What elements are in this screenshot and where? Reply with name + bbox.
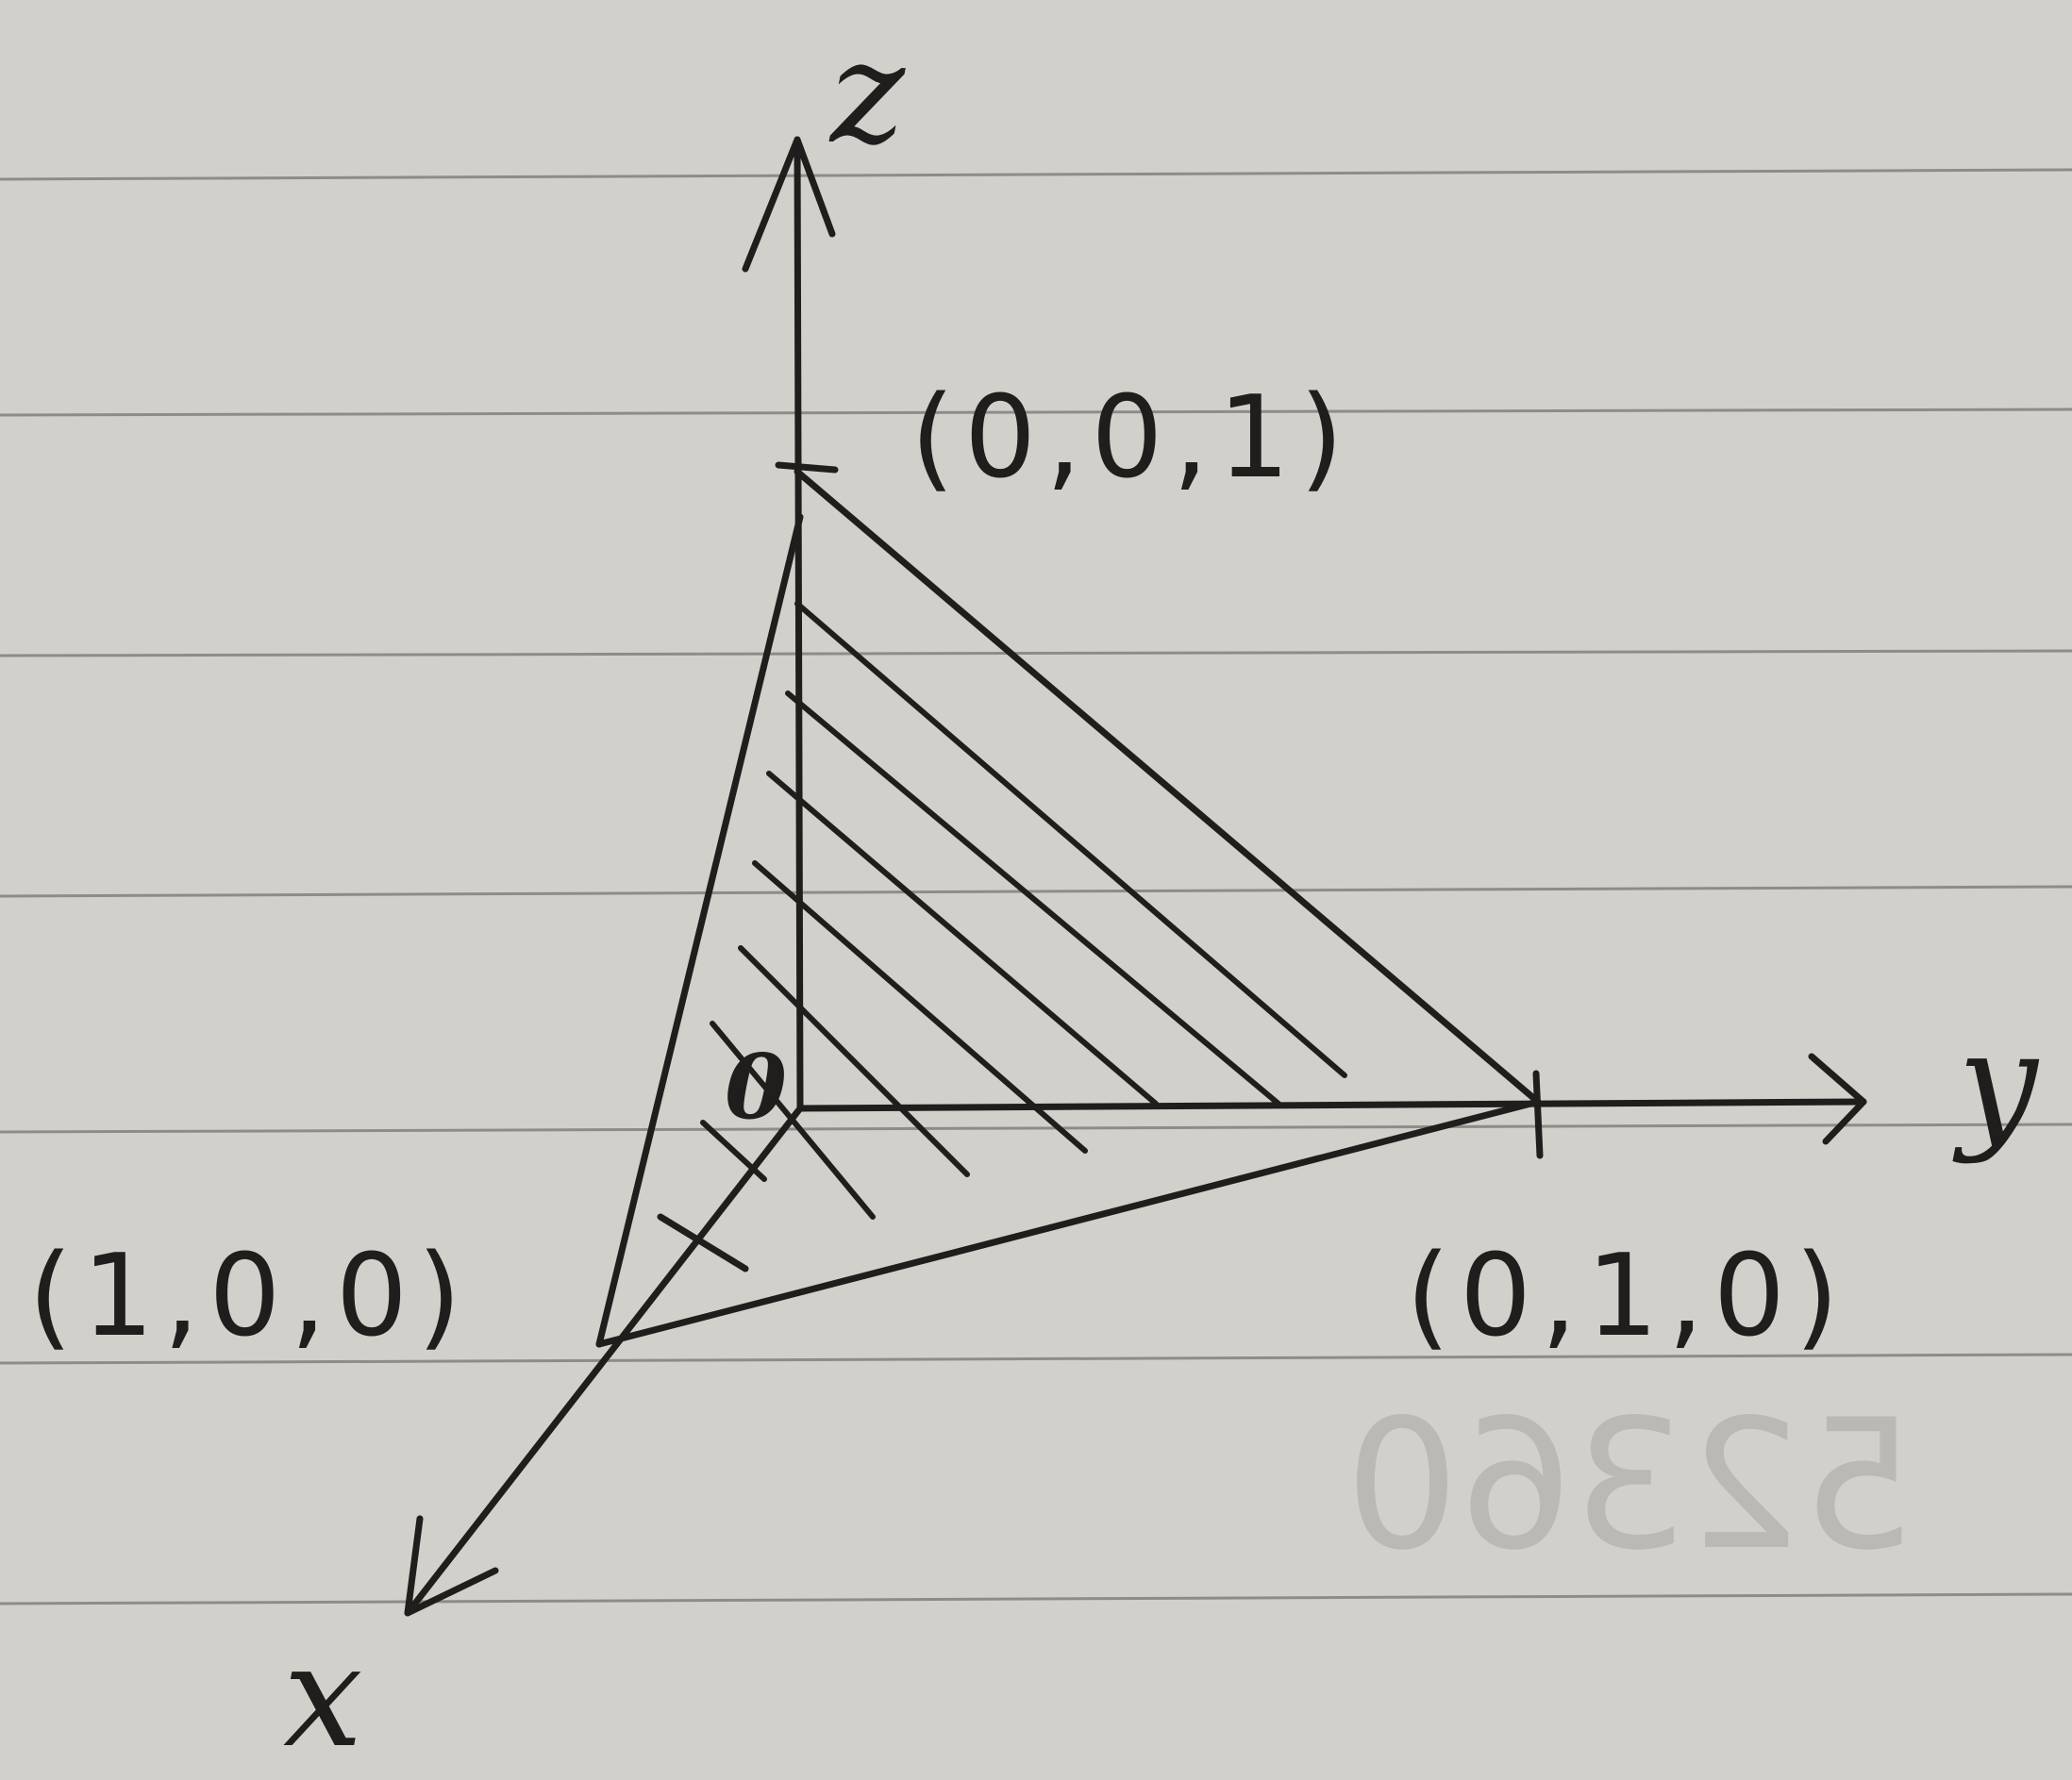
edge-x-to-y xyxy=(595,1098,1542,1348)
axes xyxy=(404,136,1867,1617)
rule-line xyxy=(0,649,2072,657)
shading-hatch xyxy=(700,601,1347,1220)
hatch-line xyxy=(766,771,1159,1106)
rule-line xyxy=(0,408,2072,417)
x-arrowhead xyxy=(404,1515,499,1617)
rule-line xyxy=(0,168,2072,181)
rule-lines xyxy=(0,168,2072,1605)
y-axis xyxy=(796,1098,1867,1112)
x-axis xyxy=(404,1105,804,1617)
z-axis-label: z xyxy=(828,11,906,175)
origin-label: 0 xyxy=(725,1035,787,1140)
rule-line xyxy=(0,1353,2072,1365)
y-intercept-tick xyxy=(1532,1070,1544,1159)
edge-z-to-x xyxy=(595,513,804,1348)
rule-line xyxy=(0,885,2072,898)
x-intercept-label: (1,0,0) xyxy=(28,1231,471,1362)
bleed-through-text: 52360 xyxy=(1345,1381,1915,1589)
rule-line xyxy=(0,1592,2072,1605)
triangle-outline xyxy=(595,468,1542,1348)
z-intercept-tick xyxy=(775,461,839,474)
hatch-line xyxy=(738,945,970,1177)
y-axis-label: y xyxy=(1952,1002,2040,1166)
y-arrowhead xyxy=(1808,1053,1867,1145)
hatch-line xyxy=(794,601,1347,1078)
intercept-ticks xyxy=(657,461,1544,1273)
z-intercept-label: (0,0,1) xyxy=(911,373,1353,504)
rule-line xyxy=(0,1123,2072,1134)
edge-z-to-y xyxy=(794,468,1542,1106)
x-axis-label: x xyxy=(283,1615,363,1779)
z-axis xyxy=(794,136,804,1112)
x-intercept-mark xyxy=(657,1213,749,1273)
y-intercept-label: (0,1,0) xyxy=(1406,1231,1848,1362)
hatch-line xyxy=(785,690,1281,1106)
hatch-line xyxy=(752,860,1088,1154)
z-arrowhead xyxy=(742,136,836,273)
